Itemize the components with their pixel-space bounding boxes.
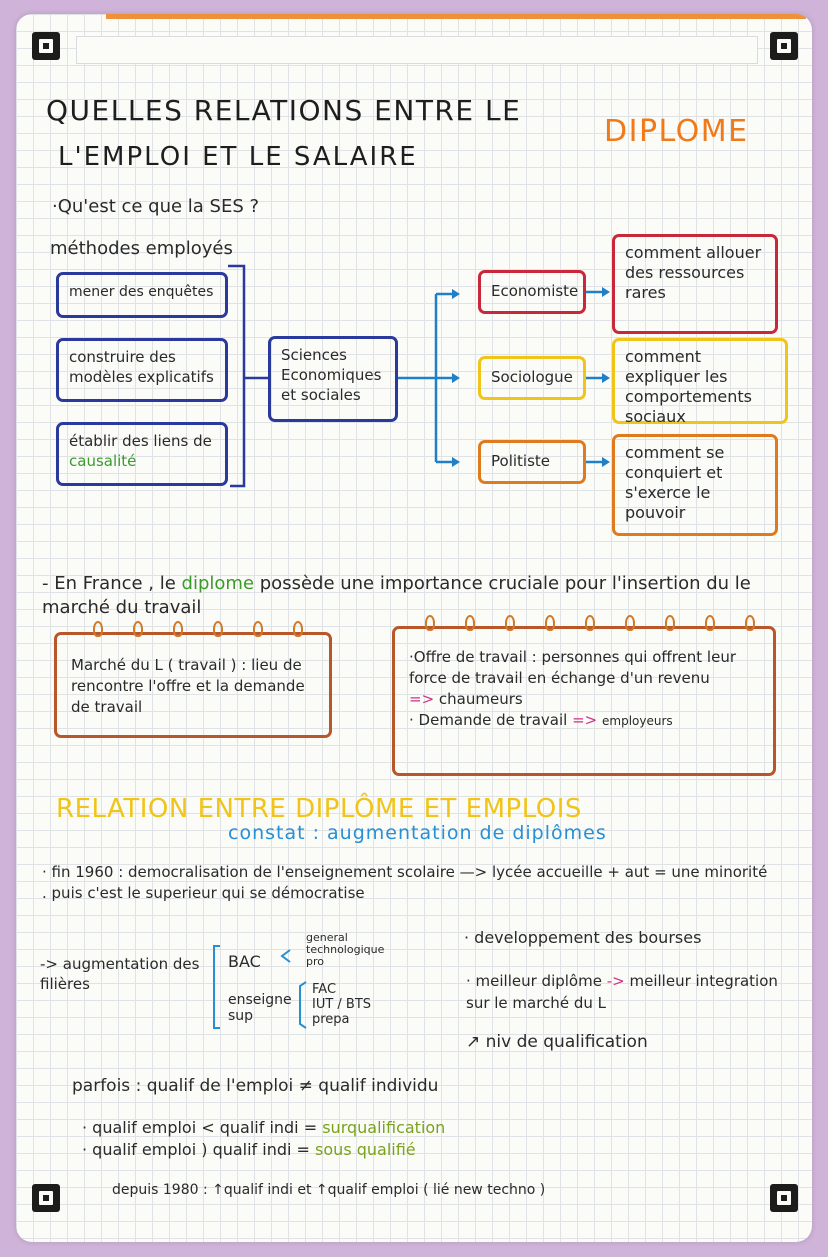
depuis-1980-note: depuis 1980 : ↑qualif indi et ↑qualif em… [112, 1182, 546, 1198]
corner-marker-icon [32, 32, 60, 60]
offre-text: ·Offre de travail : personnes qui offren… [409, 648, 736, 687]
branch-desc-economiste: comment allouer des ressources rares [612, 234, 778, 334]
bac-option: technologique [306, 943, 385, 956]
bac-option: general [306, 931, 348, 944]
branch-desc: comment se conquiert et s'exerce le pouv… [625, 443, 725, 522]
notebook-page: QUELLES RELATIONS ENTRE LE L'EMPLOI ET L… [16, 14, 812, 1242]
france-post: possède une importance cruciale pour l'i… [42, 573, 751, 618]
card-marche: Marché du L ( travail ) : lieu de rencon… [54, 621, 332, 738]
branch-desc-politiste: comment se conquiert et s'exerce le pouv… [612, 434, 778, 536]
page-title-line2: L'EMPLOI ET LE SALAIRE [58, 142, 418, 172]
sup-option: IUT / BTS [312, 997, 372, 1012]
meilleur-b: meilleur integration sur le marché du L [466, 972, 778, 1012]
bourses-note: · developpement des bourses [464, 928, 702, 947]
arrow-glyph: => [572, 711, 598, 729]
ses-center-text: Sciences Economiques et sociales [281, 346, 382, 404]
bac-options: general technologique pro [306, 932, 384, 968]
qualif-left: · qualif emploi < qualif indi = [82, 1118, 318, 1137]
qualif-left: · qualif emploi ) qualif indi = [82, 1140, 310, 1159]
method-text: construire des modèles explicatifs [69, 348, 214, 386]
meilleur-note: · meilleur diplôme -> meilleur integrati… [466, 970, 796, 1014]
branch-name: Economiste [491, 282, 579, 300]
page-title-line1: QUELLES RELATIONS ENTRE LE [46, 94, 522, 127]
causalite-highlight: causalité [69, 452, 137, 470]
bac-option: pro [306, 955, 324, 968]
niv-qualification: ↗ niv de qualification [466, 1032, 648, 1052]
demande-text: · Demande de travail [409, 711, 568, 729]
ses-question: ·Qu'est ce que la SES ? [52, 196, 260, 217]
top-orange-strip [106, 14, 806, 19]
diagram-connectors [213, 264, 610, 1029]
augmentation-filieres: -> augmentation des filières [40, 955, 200, 993]
page-title-accent: DIPLOME [604, 114, 749, 149]
card-marche-text: Marché du L ( travail ) : lieu de rencon… [71, 656, 305, 716]
demande-line: · Demande de travail => employeurs [409, 710, 759, 732]
chomeurs-line: => chaumeurs [409, 689, 759, 710]
arrow-glyph: => [409, 690, 435, 708]
branch-box-politiste: Politiste [478, 440, 586, 484]
header-strip [76, 36, 758, 64]
sup-label: enseigne sup [228, 992, 292, 1024]
diplome-highlight: diplome [181, 573, 255, 594]
sup-options: FAC IUT / BTS prepa [312, 982, 371, 1027]
meilleur-a: · meilleur diplôme [466, 972, 602, 990]
branch-name: Sociologue [491, 368, 573, 386]
branch-desc: comment expliquer les comportements soci… [625, 347, 752, 426]
branch-name: Politiste [491, 452, 550, 470]
qualif-item-1: · qualif emploi < qualif indi = surquali… [82, 1118, 445, 1137]
chomeurs-text: chaumeurs [438, 690, 523, 708]
card-offre-demande: ·Offre de travail : personnes qui offren… [392, 615, 776, 776]
corner-marker-icon [770, 32, 798, 60]
method-box-causalite: établir des liens de causalité [56, 422, 228, 486]
ses-center-box: Sciences Economiques et sociales [268, 336, 398, 422]
corner-marker-icon [770, 1184, 798, 1212]
methods-label: méthodes employés [50, 238, 233, 259]
corner-marker-icon [32, 1184, 60, 1212]
france-pre: - En France , le [42, 573, 182, 594]
surqualification-text: surqualification [322, 1118, 446, 1137]
method-box-modeles: construire des modèles explicatifs [56, 338, 228, 402]
sous-qualifie-text: sous qualifié [315, 1140, 416, 1159]
employeurs-text: employeurs [602, 714, 673, 728]
branch-box-economiste: Economiste [478, 270, 586, 314]
method-text: mener des enquêtes [69, 284, 214, 300]
sup-option: FAC [312, 982, 337, 997]
method-text: établir des liens de [69, 432, 212, 450]
method-box-enquetes: mener des enquêtes [56, 272, 228, 318]
branch-desc: comment allouer des ressources rares [625, 243, 762, 302]
bac-label: BAC [228, 952, 261, 971]
france-sentence: - En France , le diplome possède une imp… [42, 572, 782, 620]
parfois-note: parfois : qualif de l'emploi ≠ qualif in… [72, 1076, 439, 1096]
branch-box-sociologue: Sociologue [478, 356, 586, 400]
arrow-glyph: -> [606, 972, 625, 990]
constat-line: constat : augmentation de diplômes [228, 822, 607, 844]
relation-heading: RELATION ENTRE DIPLÔME ET EMPLOIS [56, 794, 582, 824]
branch-desc-sociologue: comment expliquer les comportements soci… [612, 338, 788, 426]
fin-1960-note: · fin 1960 : democralisation de l'enseig… [42, 863, 768, 902]
sup-option: prepa [312, 1012, 350, 1027]
qualif-item-2: · qualif emploi ) qualif indi = sous qua… [82, 1140, 416, 1159]
